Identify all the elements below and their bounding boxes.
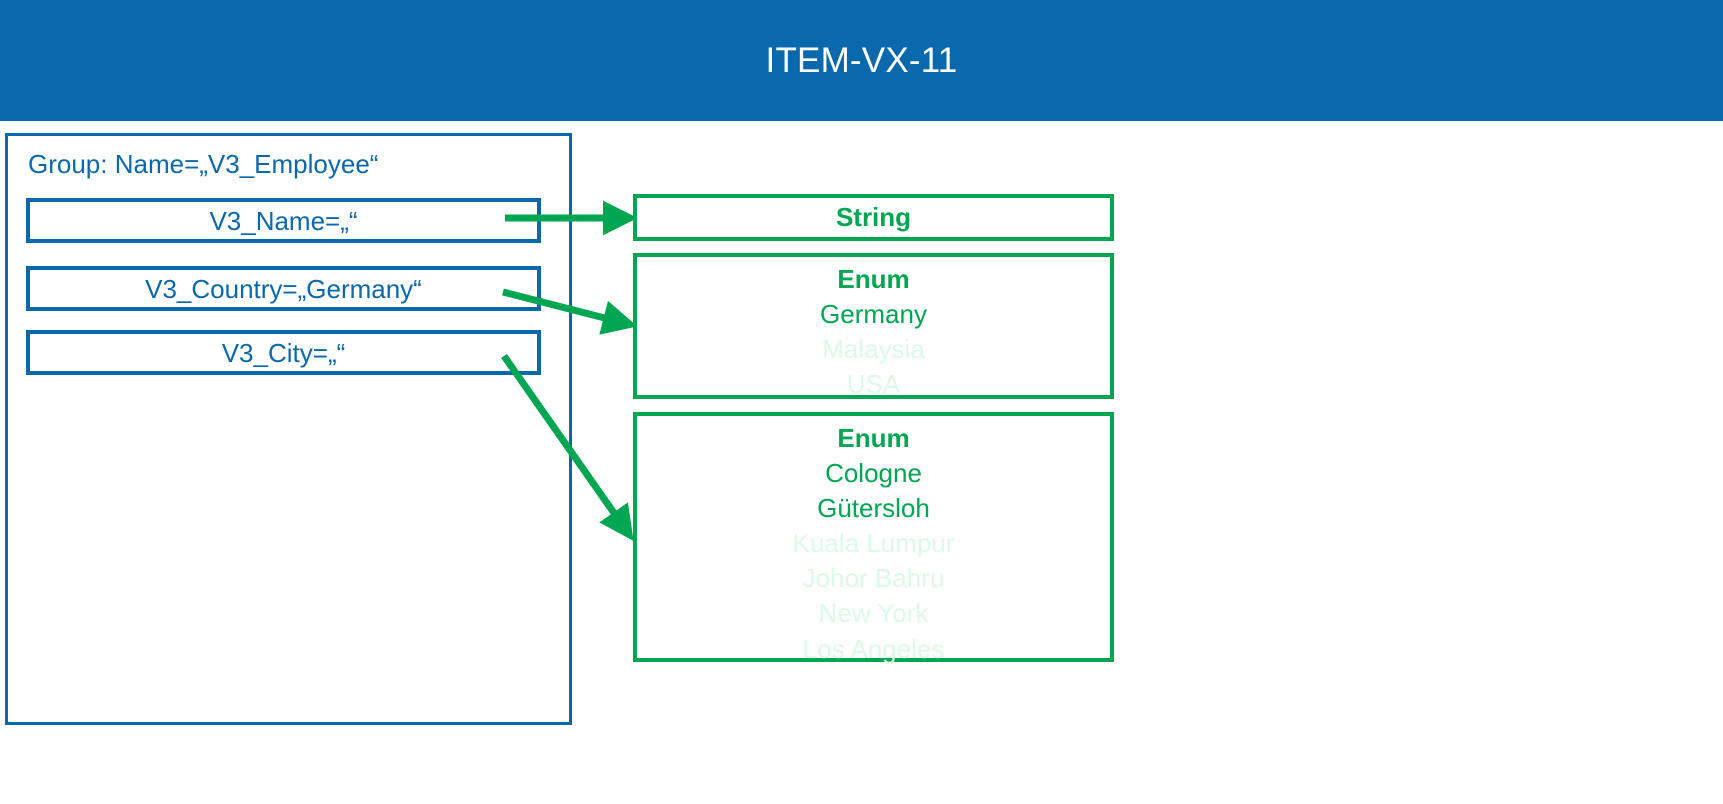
attribute-box-v3-city[interactable]: V3_City=„“ (26, 330, 541, 375)
group-container: Group: Name=„V3_Employee“ V3_Name=„“ V3_… (5, 133, 572, 725)
attribute-label: V3_Country=„Germany“ (145, 273, 422, 304)
enum-value[interactable]: Gütersloh (817, 493, 930, 524)
type-box-enum-city[interactable]: Enum Cologne Gütersloh Kuala Lumpur Joho… (633, 412, 1114, 664)
enum-value[interactable]: Cologne (825, 458, 922, 489)
group-label: Group: Name=„V3_Employee“ (28, 149, 379, 179)
type-box-string[interactable]: String (633, 194, 1114, 241)
enum-value[interactable]: USA (846, 369, 901, 400)
enum-value[interactable]: Kuala Lumpur (792, 528, 955, 559)
attribute-box-v3-country[interactable]: V3_Country=„Germany“ (26, 266, 541, 311)
page-title: ITEM-VX-11 (765, 41, 958, 80)
enum-value[interactable]: Johor Bahru (802, 563, 945, 594)
attribute-label: V3_Name=„“ (209, 205, 358, 236)
enum-value[interactable]: Germany (820, 299, 927, 330)
type-title: String (835, 201, 912, 232)
enum-value[interactable]: Malaysia (822, 334, 925, 365)
attribute-box-v3-name[interactable]: V3_Name=„“ (26, 198, 541, 243)
type-title: Enum (837, 423, 910, 453)
type-box-enum-country[interactable]: Enum Germany Malaysia USA (633, 253, 1114, 399)
attribute-label: V3_City=„“ (221, 337, 346, 368)
enum-value[interactable]: New York (818, 598, 929, 629)
enum-value[interactable]: Los Angeles (802, 633, 945, 664)
header-banner: ITEM-VX-11 (0, 0, 1723, 121)
type-title: Enum (837, 264, 910, 294)
